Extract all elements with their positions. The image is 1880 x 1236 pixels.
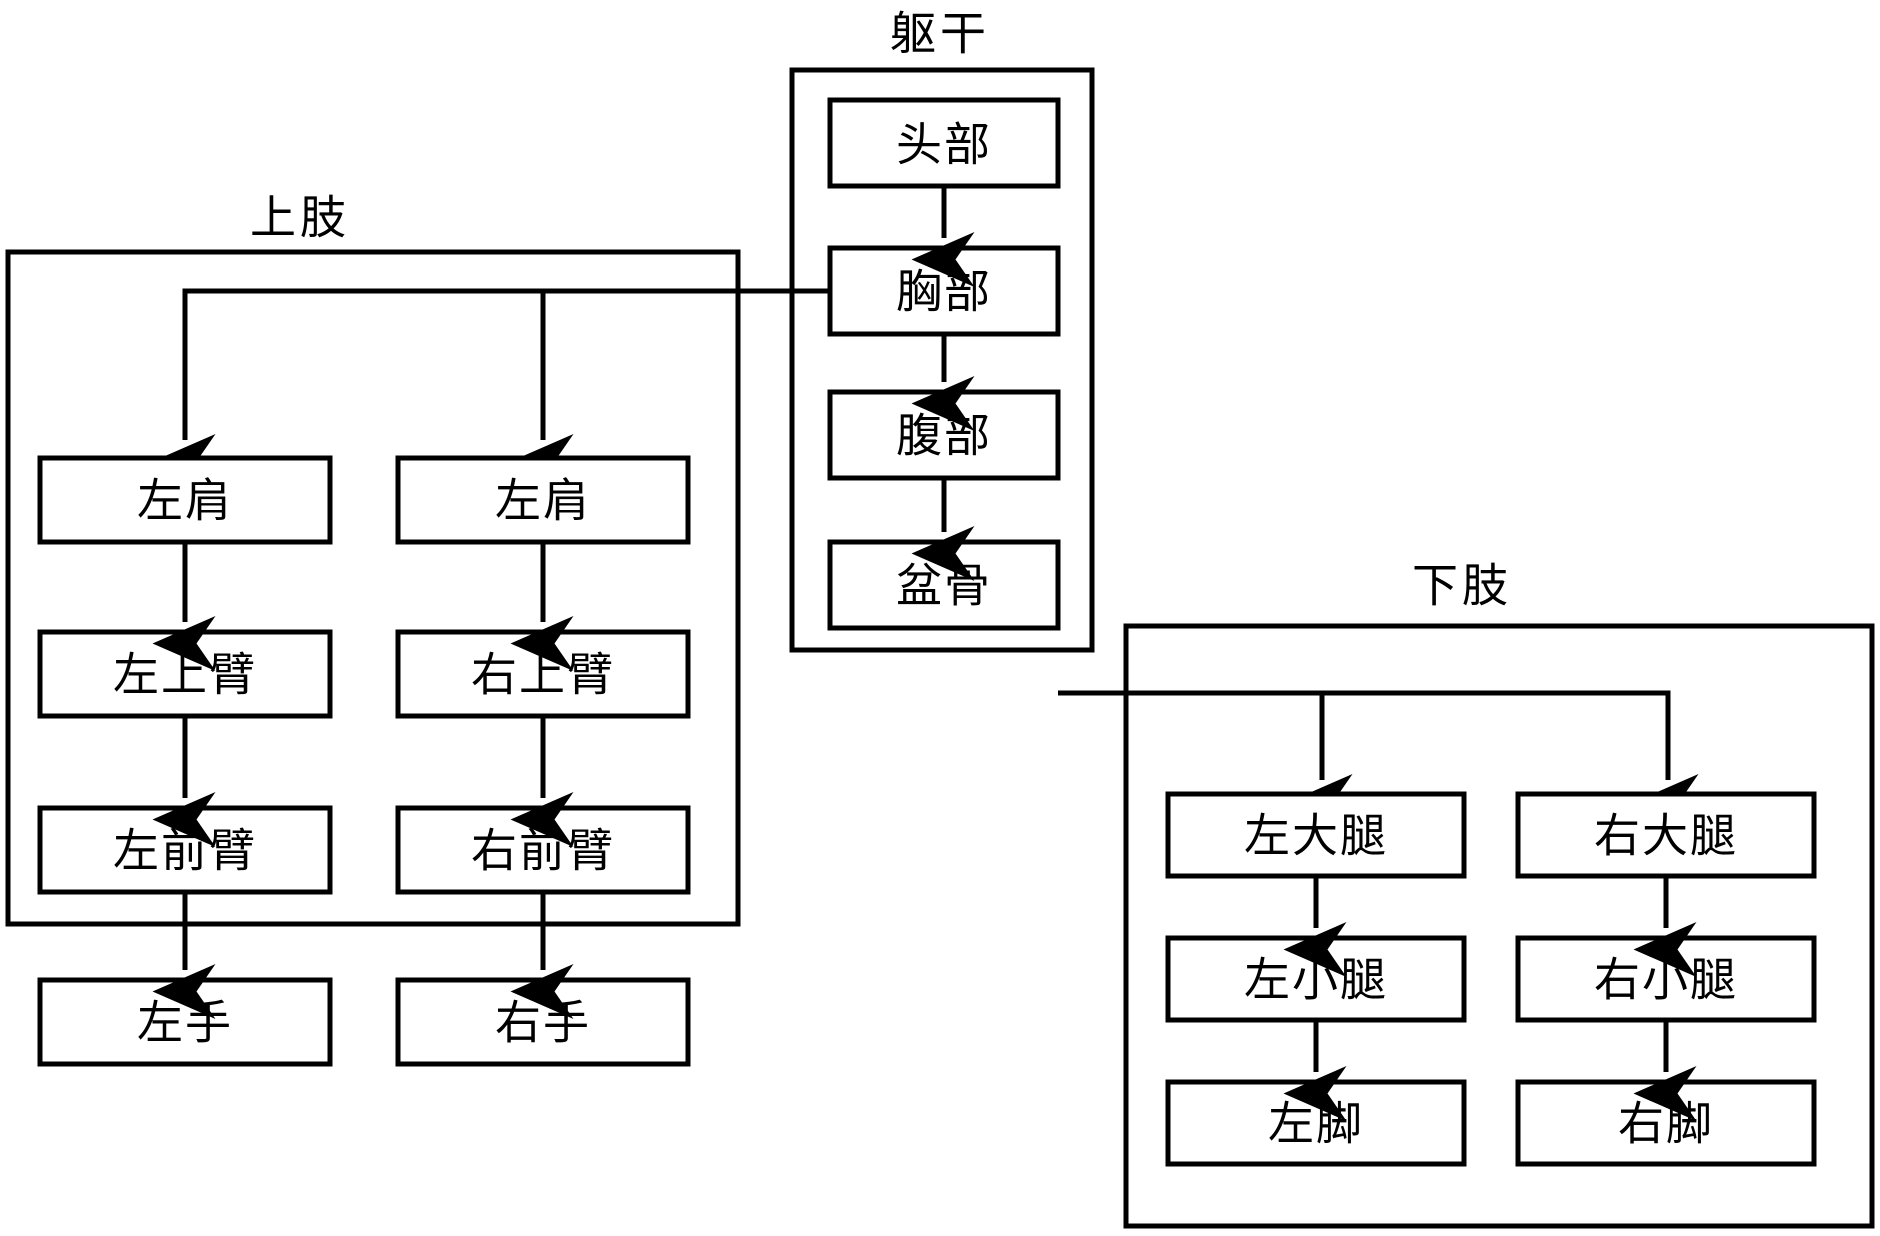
node-label-r-shank: 右小腿 <box>1594 955 1738 1006</box>
node-label-l-shank: 左小腿 <box>1244 955 1388 1006</box>
node-label-l-hand: 左手 <box>137 998 233 1049</box>
node-label-head: 头部 <box>896 120 992 171</box>
group-label-upper-limb: 上肢 <box>250 193 350 244</box>
node-label-l-forearm: 左前臂 <box>113 826 257 877</box>
node-label-l-shoulder: 左肩 <box>137 476 233 527</box>
group-label-torso: 躯干 <box>890 9 990 60</box>
node-box-r-thigh[interactable] <box>1515 791 1817 879</box>
node-label-l-foot: 左脚 <box>1268 1099 1364 1150</box>
node-label-r-hand: 右手 <box>495 998 591 1049</box>
node-label-chest: 胸部 <box>896 267 992 318</box>
node-label-r-thigh: 右大腿 <box>1594 811 1738 862</box>
group-frame-upper-limb <box>5 249 741 927</box>
node-label-r-shoulder: 左肩 <box>495 476 591 527</box>
node-label-r-upperarm: 右上臂 <box>471 650 615 701</box>
edge-pelvis-to-lower-limb-trunk <box>1058 690 1671 740</box>
node-label-r-foot: 右脚 <box>1618 1099 1714 1150</box>
group-frame-lower-limb <box>1123 623 1875 1229</box>
group-label-lower-limb: 下肢 <box>1412 561 1512 612</box>
node-label-pelvis: 盆骨 <box>896 561 992 612</box>
node-label-l-upperarm: 左上臂 <box>113 650 257 701</box>
node-box-l-thigh[interactable] <box>1165 791 1467 879</box>
node-label-r-forearm: 右前臂 <box>471 826 615 877</box>
node-label-abdomen: 腹部 <box>896 411 992 462</box>
edge-chest-to-upper-limb-trunk <box>182 288 830 350</box>
node-label-l-thigh: 左大腿 <box>1244 811 1388 862</box>
group-frame-torso <box>789 67 1095 653</box>
